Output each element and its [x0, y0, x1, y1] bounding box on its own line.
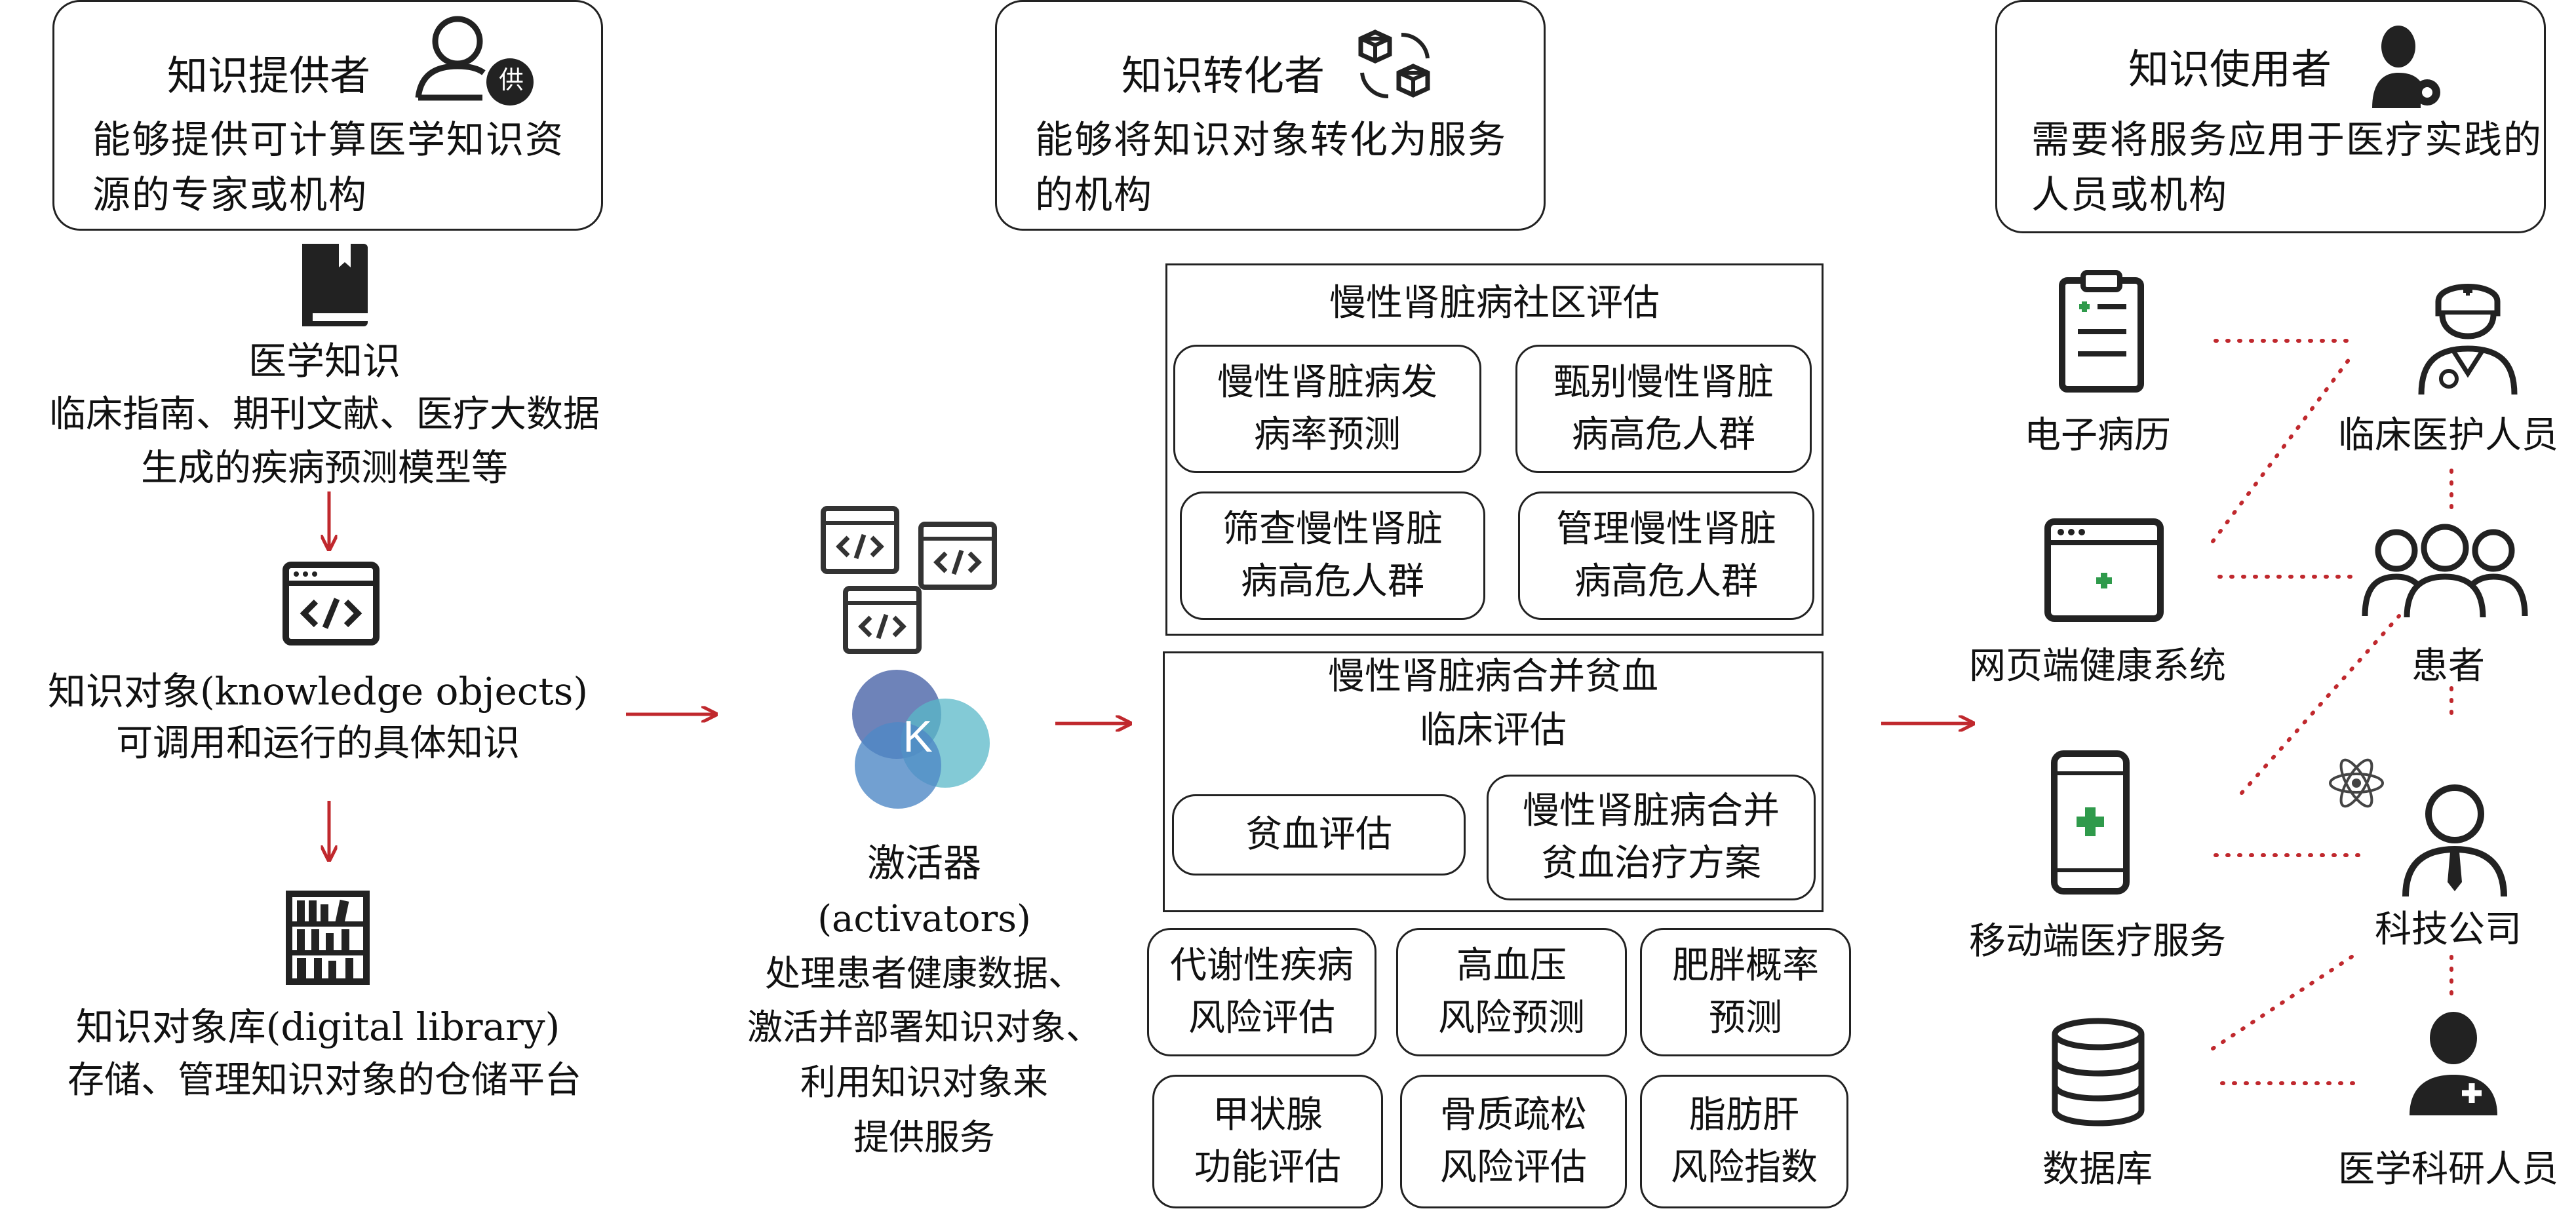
activator-desc-line1: 处理患者健康数据、 [765, 953, 1083, 994]
ckd-manage-high-risk: 管理慢性肾脏病高危人群 [1518, 491, 1814, 620]
item-line: 脂肪肝 [1689, 1094, 1799, 1136]
user-clinician-label: 临床医护人员 [2338, 414, 2558, 457]
clipboard-icon [2059, 270, 2144, 393]
item-line: 风险评估 [1440, 1146, 1587, 1189]
item-line: 功能评估 [1194, 1146, 1341, 1189]
medical-knowledge-desc-line1: 临床指南、期刊文献、医疗大数据 [49, 393, 600, 436]
metabolic-disease-risk: 代谢性疾病风险评估 [1147, 928, 1376, 1056]
item-line: 病高危人群 [1572, 414, 1755, 456]
activator-logo-letter: K [903, 712, 933, 761]
user-patient-label: 患者 [2411, 645, 2485, 687]
item-line: 代谢性疾病 [1170, 944, 1354, 987]
atom-icon [2329, 758, 2384, 808]
ckd-anemia-title-line1: 慢性肾脏病合并贫血 [1328, 655, 1658, 698]
item-line: 高血压 [1456, 944, 1567, 987]
osteoporosis-risk: 骨质疏松风险评估 [1400, 1075, 1627, 1208]
medical-knowledge-desc-line2: 生成的疾病预测模型等 [141, 447, 508, 490]
activator-desc-line2: 激活并部署知识对象、 [747, 1007, 1101, 1048]
item-line: 慢性肾脏病合并 [1523, 790, 1780, 832]
activator-desc-line3: 利用知识对象来 [800, 1062, 1048, 1103]
knowledge-objects-title: 知识对象(knowledge objects) [47, 669, 589, 714]
platform-web-label: 网页端健康系统 [1969, 645, 2226, 687]
item-line: 风险评估 [1188, 997, 1335, 1039]
people-group-icon [2362, 524, 2528, 618]
book-icon [302, 244, 368, 326]
platform-ehr-label: 电子病历 [2024, 414, 2171, 457]
provider-title: 知识提供者 [167, 52, 371, 100]
hypertension-risk: 高血压风险预测 [1396, 928, 1627, 1056]
user-header: 知识使用者 需要将服务应用于医疗实践的人员或机构 [1995, 0, 2546, 233]
item-line: 甄别慢性肾脏 [1553, 361, 1774, 404]
item-line: 风险预测 [1438, 997, 1585, 1039]
provider-person-icon [415, 16, 534, 106]
user-gear-icon [2372, 26, 2440, 108]
item-line: 贫血治疗方案 [1541, 842, 1761, 885]
ckd-anemia-treatment-plan: 慢性肾脏病合并贫血治疗方案 [1487, 775, 1816, 900]
activator-subtitle: (activators) [817, 898, 1031, 940]
activator-title: 激活器 [867, 841, 981, 885]
digital-library-title: 知识对象库(digital library) [75, 1005, 560, 1049]
medical-researcher-icon [2410, 1012, 2497, 1115]
digital-library-desc: 存储、管理知识对象的仓储平台 [68, 1059, 581, 1102]
obesity-probability: 肥胖概率预测 [1640, 928, 1851, 1056]
activator-logo-icon [852, 670, 990, 809]
item-line: 病高危人群 [1241, 560, 1424, 603]
anemia-assessment: 贫血评估 [1172, 794, 1466, 876]
dotted-web-clinician [2211, 352, 2355, 543]
database-icon [2052, 1018, 2145, 1126]
cubes-exchange-icon [1358, 29, 1430, 99]
nurse-icon [2418, 284, 2518, 395]
user-title: 知识使用者 [2128, 45, 2332, 93]
converter-description: 能够将知识对象转化为服务的机构 [1035, 117, 1508, 217]
user-tech-company-label: 科技公司 [2375, 908, 2522, 951]
item-line: 慢性肾脏病发 [1217, 361, 1437, 404]
item-line: 预测 [1709, 997, 1782, 1039]
web-browser-icon [2044, 518, 2164, 622]
ckd-incidence-prediction: 慢性肾脏病发病率预测 [1173, 345, 1481, 473]
provider-description: 能够提供可计算医学知识资源的专家或机构 [92, 117, 565, 217]
converter-title: 知识转化者 [1122, 52, 1325, 100]
item-line: 甲状腺 [1213, 1094, 1323, 1136]
ckd-community-title: 慢性肾脏病社区评估 [1329, 282, 1660, 324]
user-description: 需要将服务应用于医疗实践的人员或机构 [2031, 117, 2543, 217]
item-line: 贫血评估 [1245, 813, 1392, 856]
item-line: 管理慢性肾脏 [1556, 508, 1776, 550]
medical-knowledge-title: 医学知识 [248, 339, 400, 383]
ckd-community-panel [1165, 263, 1824, 636]
item-line: 筛查慢性肾脏 [1222, 508, 1443, 550]
converter-header: 知识转化者 能够将知识对象转化为服务的机构 [995, 0, 1546, 231]
knowledge-objects-desc: 可调用和运行的具体知识 [116, 722, 520, 765]
user-researcher-label: 医学科研人员 [2338, 1148, 2558, 1191]
mobile-phone-icon [2051, 750, 2130, 895]
thyroid-function: 甲状腺功能评估 [1152, 1075, 1383, 1208]
ckd-anemia-panel [1163, 651, 1824, 912]
platform-database-label: 数据库 [2042, 1148, 2153, 1191]
library-shelf-icon [286, 891, 370, 985]
item-line: 风险指数 [1671, 1146, 1818, 1189]
ckd-identify-high-risk: 甄别慢性肾脏病高危人群 [1515, 345, 1812, 473]
fatty-liver-index: 脂肪肝风险指数 [1640, 1075, 1848, 1208]
item-line: 骨质疏松 [1440, 1094, 1587, 1136]
dotted-patient-mobile [2240, 614, 2401, 795]
item-line: 病高危人群 [1574, 560, 1758, 603]
ckd-anemia-title-line2: 临床评估 [1420, 709, 1567, 752]
platform-mobile-label: 移动端医疗服务 [1969, 920, 2226, 963]
code-windows-cluster-icon [821, 506, 997, 654]
scientist-icon [2402, 784, 2507, 897]
item-line: 肥胖概率 [1672, 944, 1819, 987]
provider-badge: 供 [498, 66, 524, 94]
item-line: 病率预测 [1254, 414, 1401, 456]
code-window-icon [283, 562, 380, 645]
provider-header: 知识提供者 供 能够提供可计算医学知识资源的专家或机构 [52, 0, 603, 231]
activator-desc-line4: 提供服务 [853, 1117, 995, 1158]
ckd-screen-high-risk: 筛查慢性肾脏病高危人群 [1180, 491, 1485, 620]
